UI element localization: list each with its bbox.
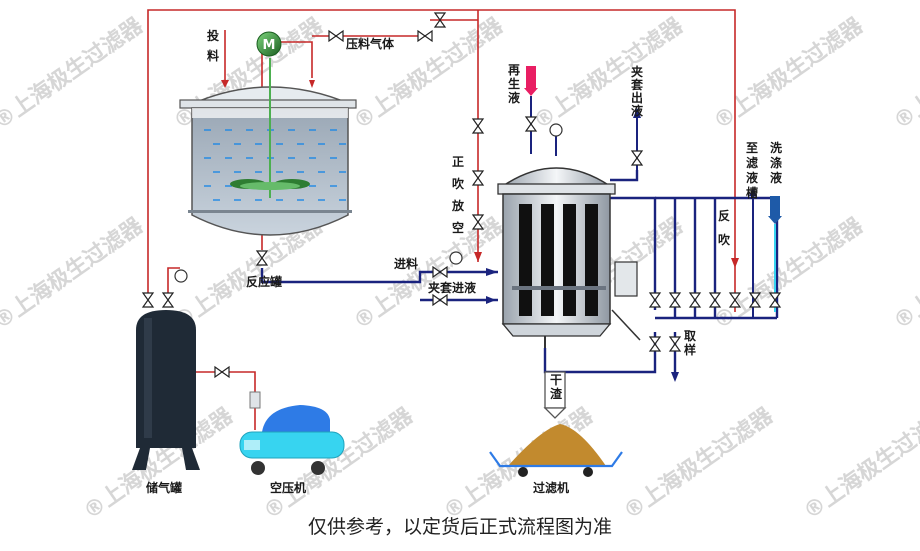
watermark-text: ®上海极生过滤器	[0, 212, 148, 335]
valve-icon	[432, 265, 448, 279]
valve-icon	[417, 29, 433, 43]
watermark-text: ®上海极生过滤器	[889, 12, 920, 135]
valve-icon	[433, 12, 447, 28]
valve-icon	[648, 292, 662, 308]
watermark-text: ®上海极生过滤器	[0, 12, 148, 135]
label-gas-tank: 储气罐	[146, 480, 182, 495]
feed-in-arrow-icon	[221, 30, 315, 88]
label-to-filtrate-tank: 至滤液槽	[746, 141, 758, 200]
watermark-text: ®上海极生过滤器	[709, 212, 869, 335]
valve-icon	[432, 293, 448, 307]
pressure-gauges	[174, 123, 563, 283]
dry-residue-chute	[543, 371, 567, 419]
valve-icon	[214, 365, 230, 379]
label-feed-in: 投料	[207, 28, 219, 63]
footer-caption: 仅供参考，以定货后正式流程图为准	[308, 516, 612, 538]
valve-icon	[768, 292, 782, 308]
watermark-text: ®上海极生过滤器	[799, 402, 920, 525]
filter-machine	[497, 132, 641, 348]
label-jacket-out: 夹套出液	[630, 64, 644, 118]
gas-storage-tank	[132, 310, 200, 470]
watermark-text: ®上海极生过滤器	[349, 212, 509, 335]
filter-elements	[512, 204, 606, 316]
watermark-text: ®上海极生过滤器	[619, 402, 779, 525]
valve-icon	[748, 292, 762, 308]
valve-icon	[648, 336, 662, 352]
label-sampling: 取样	[684, 329, 696, 357]
valve-icon	[328, 29, 344, 43]
valve-icon	[524, 116, 538, 132]
residue-tray	[489, 424, 623, 477]
label-feed: 进料	[394, 256, 418, 271]
label-regen-liquid: 再生液	[508, 63, 520, 105]
valve-icon	[471, 214, 485, 230]
label-filter-machine: 过滤机	[533, 480, 569, 495]
label-wash-liquid: 洗涤液	[770, 140, 782, 185]
valve-icon	[471, 118, 485, 134]
air-compressor	[239, 391, 345, 475]
valve-icon	[471, 170, 485, 186]
label-press-gas: 压料气体	[346, 36, 395, 51]
valve-icon	[141, 292, 155, 308]
labels: 投料 压料气体 再生液 夹套出液 正吹放空 至滤液槽 洗涤液 反吹 反应罐 进料…	[146, 28, 782, 538]
watermark-text: ®上海极生过滤器	[709, 12, 869, 135]
valve-icon	[255, 250, 269, 266]
valve-icon	[161, 292, 175, 308]
valve-icon	[668, 292, 682, 308]
label-compressor: 空压机	[270, 480, 306, 495]
label-back-blow: 反吹	[718, 208, 731, 247]
watermark-text: ®上海极生过滤器	[529, 12, 689, 135]
valve-icon	[728, 292, 742, 308]
agitator-motor-icon: M	[256, 31, 282, 57]
watermark-text: ®上海极生过滤器	[889, 212, 920, 335]
label-forward-blow-vent: 正吹放空	[451, 155, 465, 235]
valve-icon	[708, 292, 722, 308]
liquid-bubbles	[204, 129, 346, 201]
reactor-vessel	[179, 58, 357, 236]
valves	[141, 12, 782, 379]
label-jacket-in: 夹套进液	[428, 280, 476, 295]
label-reactor: 反应罐	[246, 274, 282, 289]
label-dry-residue: 干渣	[550, 373, 563, 401]
valve-icon	[688, 292, 702, 308]
valve-icon	[630, 150, 644, 166]
motor-label: M	[263, 38, 276, 53]
valve-icon	[668, 336, 682, 352]
watermark-text: ®上海极生过滤器	[349, 12, 509, 135]
